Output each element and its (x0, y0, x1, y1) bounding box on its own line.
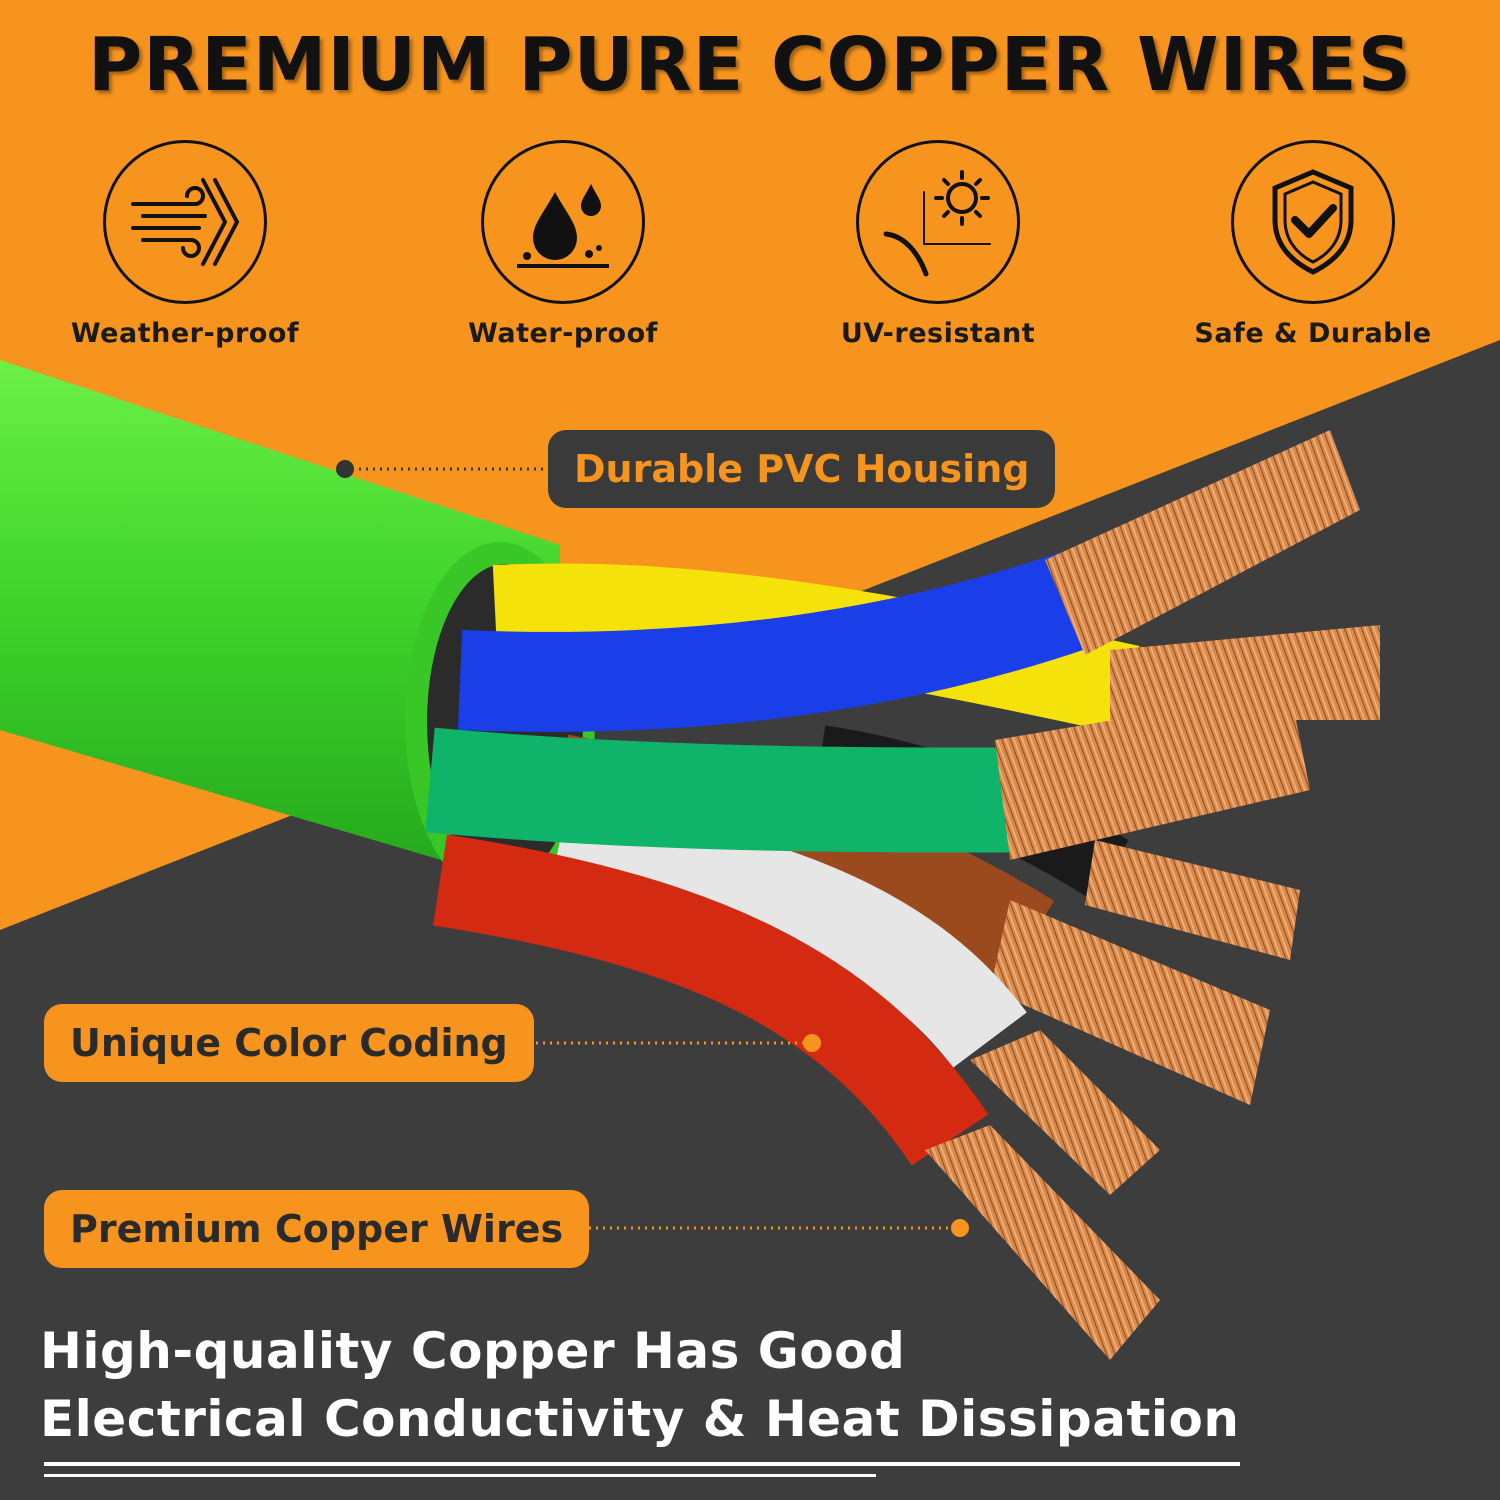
feature-label: Safe & Durable (1194, 318, 1432, 349)
feature-weather-proof: Weather-proof (55, 140, 315, 349)
feature-safe-durable: Safe & Durable (1183, 140, 1443, 349)
bottom-headline-line-1: High-quality Copper Has Good (40, 1322, 906, 1380)
feature-uv-resistant: UV-resistant (808, 140, 1068, 349)
bottom-headline-line-2: Electrical Conductivity & Heat Dissipati… (40, 1390, 1240, 1448)
page-title: PREMIUM PURE COPPER WIRES (87, 22, 1412, 108)
underline-bars (44, 1462, 1240, 1477)
water-drop-icon (481, 140, 645, 304)
sun-uv-icon (856, 140, 1020, 304)
callout-copper-wires: Premium Copper Wires (44, 1190, 590, 1268)
wire-red (432, 834, 1160, 1360)
wire-green (425, 690, 1310, 860)
feature-water-proof: Water-proof (433, 140, 693, 349)
feature-label: UV-resistant (840, 318, 1036, 349)
wire-white (550, 794, 1160, 1195)
wind-icon (103, 140, 267, 304)
wire-blue (457, 430, 1360, 732)
feature-label: Water-proof (468, 318, 658, 349)
shield-check-icon (1231, 140, 1395, 304)
feature-label: Weather-proof (70, 318, 300, 349)
callout-color-coding: Unique Color Coding (44, 1004, 534, 1082)
callout-pvc-housing: Durable PVC Housing (548, 430, 1056, 508)
leader-lines (336, 460, 969, 1237)
